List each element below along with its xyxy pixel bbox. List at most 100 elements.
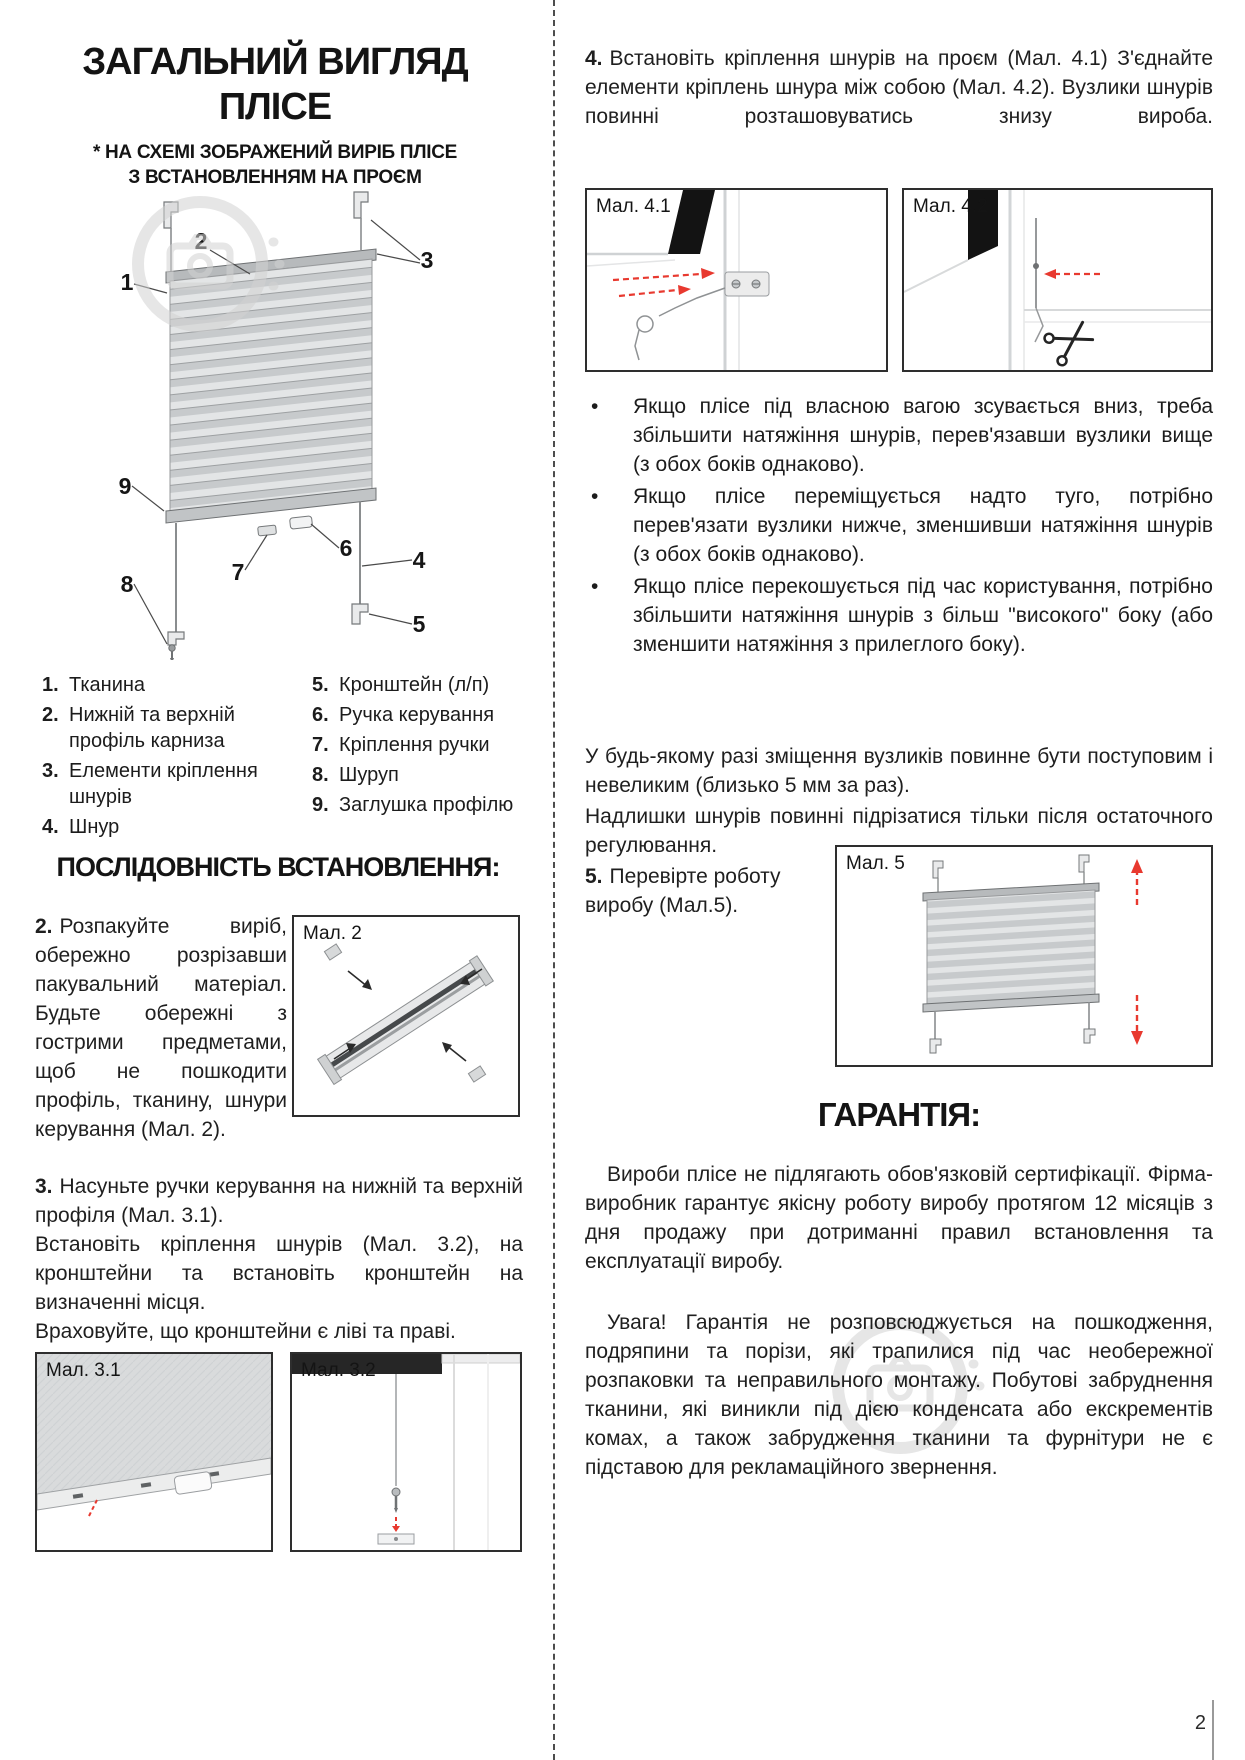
bullet-icon: • xyxy=(591,485,599,508)
bullet-text: Якщо плісе під власною вагою зсувається … xyxy=(633,395,1213,476)
control-handle xyxy=(289,515,313,530)
callout-2: 2 xyxy=(195,228,208,254)
warranty-paragraph-2: Увага! Гарантія не розповсюджується на п… xyxy=(585,1311,1213,1479)
page-title-line1: ЗАГАЛЬНИЙ ВИГЛЯД xyxy=(82,41,468,83)
screw-icon xyxy=(391,1487,401,1513)
page-subtitle-line2: З ВСТАНОВЛЕННЯМ НА ПРОЄМ xyxy=(128,167,422,188)
step-2-number: 2. xyxy=(35,915,53,938)
callout-4: 4 xyxy=(413,547,426,573)
figure-3-1-label: Мал. 3.1 xyxy=(46,1360,121,1381)
legend-item-5: 5. Кронштейн (л/п) xyxy=(312,672,540,698)
figure-4-2-image xyxy=(904,190,1211,370)
figure-4-2-label: Мал. 4.2 xyxy=(913,196,988,217)
step-5-paragraph: 5.Перевірте роботу виробу (Мал.5). xyxy=(585,862,810,920)
legend-num: 8. xyxy=(312,764,329,786)
cord xyxy=(658,287,726,317)
legend-item-2: 2. Нижній та верхній профіль карниза xyxy=(42,702,297,754)
bottom-profile xyxy=(922,993,1100,1013)
step-3-line3: Враховуйте, що кронштейни є ліві та прав… xyxy=(35,1320,456,1343)
legend-item-9: 9. Заглушка профілю xyxy=(312,792,540,818)
top-hooks xyxy=(932,854,1090,879)
legend-column-1: 1. Тканина 2. Нижній та верхній профіль … xyxy=(42,672,297,844)
step-2-text: Розпакуйте виріб, обережно розрізавши па… xyxy=(35,915,287,1141)
figure-3-1-image xyxy=(37,1354,271,1517)
loose-bracket xyxy=(323,943,343,961)
figure-5: Мал. 5 xyxy=(835,845,1213,1067)
step-4-text: Встановіть кріплення шнурів на проєм (Ма… xyxy=(585,47,1213,128)
page-subtitle-line1: * НА СХЕМІ ЗОБРАЖЕНИЙ ВИРІБ ПЛІСЕ xyxy=(92,142,458,163)
legend-num: 5. xyxy=(312,674,329,696)
page-number-divider xyxy=(1212,1700,1214,1760)
cord-bracket xyxy=(724,271,770,297)
pleated-fabric xyxy=(169,258,373,514)
top-profile xyxy=(922,882,1100,902)
legend-item-4: 4. Шнур xyxy=(42,814,297,840)
page-title-line2: ПЛІСЕ xyxy=(218,86,332,128)
pleated-fabric xyxy=(926,889,1096,1006)
note-line1: У будь-якому разі зміщення вузликів пови… xyxy=(585,745,1213,797)
legend-item-1: 1. Тканина xyxy=(42,672,297,698)
scissors-icon xyxy=(1043,320,1095,367)
legend-text: Заглушка профілю xyxy=(339,794,514,816)
step-4-number: 4. xyxy=(585,47,603,70)
cord-knot xyxy=(1033,263,1039,269)
figure-3-1: Мал. 3.1 xyxy=(35,1352,273,1552)
bullet-icon: • xyxy=(591,395,599,418)
figure-4-1: Мал. 4.1 xyxy=(585,188,888,372)
figure-2-label: Мал. 2 xyxy=(303,923,362,944)
legend-text: Шнур xyxy=(69,816,120,838)
figure-3-2: Мал. 3.2 xyxy=(290,1352,522,1552)
bottom-hooks xyxy=(929,1028,1096,1054)
blind-overview-diagram: 1 2 3 4 5 6 7 8 9 xyxy=(119,191,434,660)
bullet-text: Якщо плісе переміщується надто туго, пот… xyxy=(633,485,1213,566)
step-3-line1: Насуньте ручки керування на нижній та ве… xyxy=(35,1175,523,1227)
legend-num: 7. xyxy=(312,734,329,756)
cord-fixing-brackets-top xyxy=(163,191,369,229)
handle-mount xyxy=(257,524,277,537)
legend-item-6: 6. Ручка керування xyxy=(312,702,540,728)
glazing-bar xyxy=(968,190,998,260)
legend-column-2: 5. Кронштейн (л/п) 6. Ручка керування 7.… xyxy=(312,672,540,822)
figure-2-image xyxy=(316,943,494,1086)
figure-3-2-image xyxy=(292,1354,520,1550)
warranty-paragraph-1: Вироби плісе не підлягають обов'язковій … xyxy=(585,1163,1213,1273)
figure-4-1-image xyxy=(587,190,770,370)
bullet-icon: • xyxy=(591,575,599,598)
callout-3: 3 xyxy=(421,247,434,273)
bottom-profile xyxy=(165,487,377,524)
step-5-text: Перевірте роботу виробу (Мал.5). xyxy=(585,865,781,917)
step-3-line2: Встановіть кріплення шнурів (Мал. 3.2), … xyxy=(35,1233,523,1314)
callout-1: 1 xyxy=(121,269,134,295)
bullet-item-1: • Якщо плісе під власною вагою зсуваєтьс… xyxy=(585,392,1213,479)
legend-num: 3. xyxy=(42,760,59,782)
red-arrows xyxy=(612,272,702,298)
glazing-bar xyxy=(668,190,715,254)
adjustment-note: У будь-якому разі зміщення вузликів пови… xyxy=(585,742,1213,862)
red-arrow-left xyxy=(1044,269,1100,279)
adjustment-bullets: • Якщо плісе під власною вагою зсуваєтьс… xyxy=(585,392,1213,662)
red-pointer xyxy=(88,1499,98,1517)
loose-bracket xyxy=(467,1065,487,1083)
legend-item-7: 7. Кріплення ручки xyxy=(312,732,540,758)
figure-2: Мал. 2 xyxy=(292,915,520,1117)
figure-5-label: Мал. 5 xyxy=(846,853,905,874)
legend-num: 2. xyxy=(42,704,59,726)
profile-slots xyxy=(72,1471,220,1499)
legend-num: 6. xyxy=(312,704,329,726)
glazing-bar xyxy=(292,1354,442,1374)
cord-fixing-brackets-bottom xyxy=(167,603,369,646)
legend-text: Кріплення ручки xyxy=(339,734,490,756)
bullet-item-2: • Якщо плісе переміщується надто туго, п… xyxy=(585,482,1213,569)
page-subtitle: * НА СХЕМІ ЗОБРАЖЕНИЙ ВИРІБ ПЛІСЕ З ВСТА… xyxy=(55,140,495,190)
bullet-item-3: • Якщо плісе перекошується під час корис… xyxy=(585,572,1213,659)
step-2-paragraph: 2.Розпакуйте виріб, обережно розрізавши … xyxy=(35,912,287,1144)
page-number: 2 xyxy=(1194,1712,1206,1734)
figure-3-2-label: Мал. 3.2 xyxy=(301,1360,376,1381)
note-line2: Надлишки шнурів повинні підрізатися тіль… xyxy=(585,805,1213,857)
profile-bar xyxy=(37,1457,271,1511)
legend-num: 9. xyxy=(312,794,329,816)
bullet-text: Якщо плісе перекошується під час користу… xyxy=(633,575,1213,656)
legend-text: Шуруп xyxy=(339,764,399,786)
callout-9: 9 xyxy=(119,473,132,499)
page-title: ЗАГАЛЬНИЙ ВИГЛЯД ПЛІСЕ xyxy=(55,40,495,130)
